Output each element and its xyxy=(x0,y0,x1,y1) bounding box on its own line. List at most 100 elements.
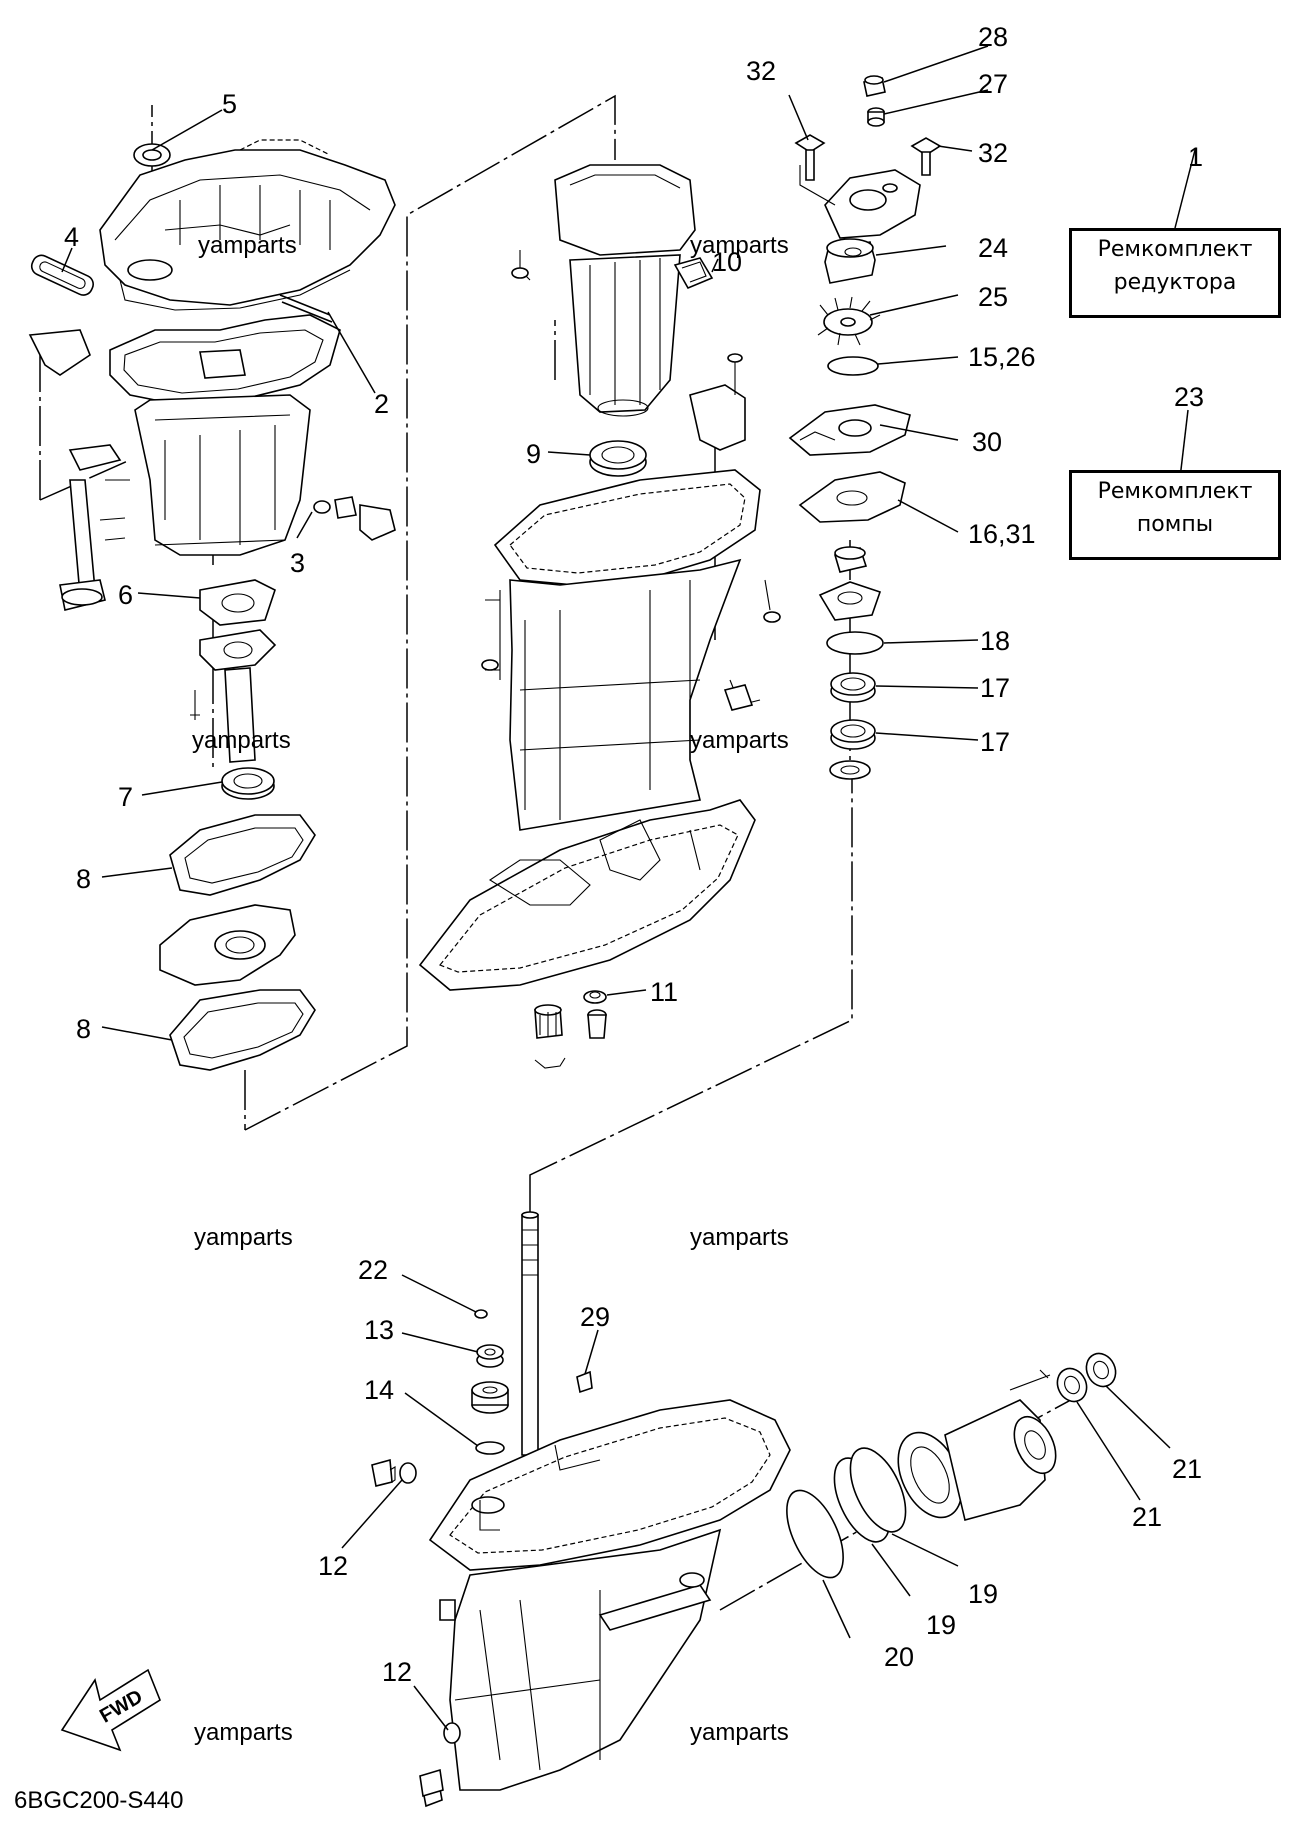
o-ring-15-26-part xyxy=(827,356,879,376)
lower-case-part xyxy=(428,1399,791,1791)
callout-32a: 32 xyxy=(746,56,776,86)
callout-labels: 5 4 2 3 6 7 8 8 9 10 11 28 27 32 32 1 24… xyxy=(64,22,1204,1687)
bracket-4-part xyxy=(28,254,130,611)
washer-12-lower-part xyxy=(443,1722,461,1744)
bearing-17-lower-part xyxy=(830,719,876,750)
gearbox-kit-line1: Ремкомплект xyxy=(1097,237,1253,262)
bush-13-part xyxy=(476,1344,504,1368)
callout-8a: 8 xyxy=(76,864,91,894)
grommet-10-part xyxy=(673,257,714,290)
seal-21-b-part xyxy=(1085,1352,1117,1388)
plug-3-part xyxy=(313,496,396,541)
drive-shaft-part xyxy=(513,1211,547,1479)
o-ring-14-part xyxy=(475,1441,505,1455)
center-lines xyxy=(39,94,1081,1611)
o-ring-18-part xyxy=(826,631,884,655)
callout-8b: 8 xyxy=(76,1014,91,1044)
washer-part xyxy=(829,760,871,780)
gasket-8-lower-part xyxy=(169,989,316,1071)
callout-24: 24 xyxy=(978,233,1008,263)
bolt-32-right-part xyxy=(910,137,942,176)
impeller-25-part xyxy=(817,296,881,346)
seal-5-part xyxy=(133,143,171,167)
callout-20: 20 xyxy=(884,1642,914,1672)
circlip-22-part xyxy=(474,1309,488,1319)
bearing-17-upper-part xyxy=(830,672,876,703)
pump-kit-line1: Ремкомплект xyxy=(1097,479,1253,504)
seal-9-part xyxy=(589,440,647,477)
bolt-12-bottom-part xyxy=(419,1768,444,1798)
watermark: yamparts xyxy=(198,232,297,259)
watermark: yamparts xyxy=(192,727,291,754)
gasket-16-31-part xyxy=(798,471,906,523)
callout-16-31: 16,31 xyxy=(968,519,1036,549)
o-ring-20-part xyxy=(786,1489,844,1579)
watermark: yamparts xyxy=(690,727,789,754)
callout-14: 14 xyxy=(364,1375,394,1405)
washer-12-upper-part xyxy=(399,1462,417,1484)
pump-repair-kit-box: Ремкомплект помпы xyxy=(1069,470,1281,560)
callout-13: 13 xyxy=(364,1315,394,1345)
bearing-housing-part xyxy=(897,1369,1057,1521)
callout-2: 2 xyxy=(374,389,389,419)
watermark: yamparts xyxy=(690,232,789,259)
callout-30: 30 xyxy=(972,427,1002,457)
oil-pan-part xyxy=(134,394,311,556)
callout-15-26: 15,26 xyxy=(968,342,1036,372)
plug-part xyxy=(587,1009,607,1039)
callout-25: 25 xyxy=(978,282,1008,312)
upper-casing-part xyxy=(99,139,396,311)
callout-19b: 19 xyxy=(968,1579,998,1609)
callout-29: 29 xyxy=(580,1302,610,1332)
watermarks: yamparts yamparts yamparts yamparts yamp… xyxy=(192,232,789,1746)
callout-17b: 17 xyxy=(980,727,1010,757)
gearbox-kit-line2: редуктора xyxy=(1113,270,1237,295)
callout-7: 7 xyxy=(118,782,133,812)
callout-28: 28 xyxy=(978,22,1008,52)
seal-11-part xyxy=(583,990,607,1004)
o-ring-19-b-part xyxy=(849,1447,907,1533)
oil-seal-7-part xyxy=(221,767,275,800)
fwd-arrow-icon: FWD xyxy=(60,1668,161,1752)
callout-32b: 32 xyxy=(978,138,1008,168)
mount-bracket-part xyxy=(689,353,746,451)
callout-18: 18 xyxy=(980,626,1010,656)
pump-housing-part xyxy=(799,165,921,239)
exhaust-guide-part xyxy=(511,164,696,417)
callout-22: 22 xyxy=(358,1255,388,1285)
gasket-2-part xyxy=(109,294,341,406)
callout-6: 6 xyxy=(118,580,133,610)
callout-19a: 19 xyxy=(926,1610,956,1640)
leader-lines xyxy=(61,45,1196,1731)
watermark: yamparts xyxy=(690,1224,789,1251)
housing-small-parts xyxy=(818,546,882,621)
gasket-8-upper-part xyxy=(169,814,316,896)
bolt-12-upper-part xyxy=(371,1458,396,1487)
callout-27: 27 xyxy=(978,69,1008,99)
gasket-6-part xyxy=(190,579,277,763)
pump-kit-line2: помпы xyxy=(1136,512,1214,537)
callout-23: 23 xyxy=(1174,382,1204,412)
callout-21b: 21 xyxy=(1172,1454,1202,1484)
collar-27-part xyxy=(867,107,885,127)
callout-1: 1 xyxy=(1188,142,1203,172)
sleeve-part xyxy=(471,1381,509,1414)
bolt-32-left-part xyxy=(794,134,826,181)
gearbox-repair-kit-box: Ремкомплект редуктора xyxy=(1069,228,1281,318)
insert-cartridge-24-part xyxy=(824,238,876,284)
outer-plate-30-part xyxy=(788,404,911,456)
diagram-code: 6BGC200-S440 xyxy=(14,1787,183,1814)
callout-3: 3 xyxy=(290,548,305,578)
watermark: yamparts xyxy=(194,1719,293,1746)
callout-12a: 12 xyxy=(318,1551,348,1581)
callout-21a: 21 xyxy=(1132,1502,1162,1532)
watermark: yamparts xyxy=(194,1224,293,1251)
callout-9: 9 xyxy=(526,439,541,469)
callout-5: 5 xyxy=(222,89,237,119)
callout-17a: 17 xyxy=(980,673,1010,703)
bolt-28-part xyxy=(863,75,886,97)
callout-4: 4 xyxy=(64,222,79,252)
key-29-part xyxy=(576,1370,593,1394)
upper-case-part xyxy=(418,469,781,991)
